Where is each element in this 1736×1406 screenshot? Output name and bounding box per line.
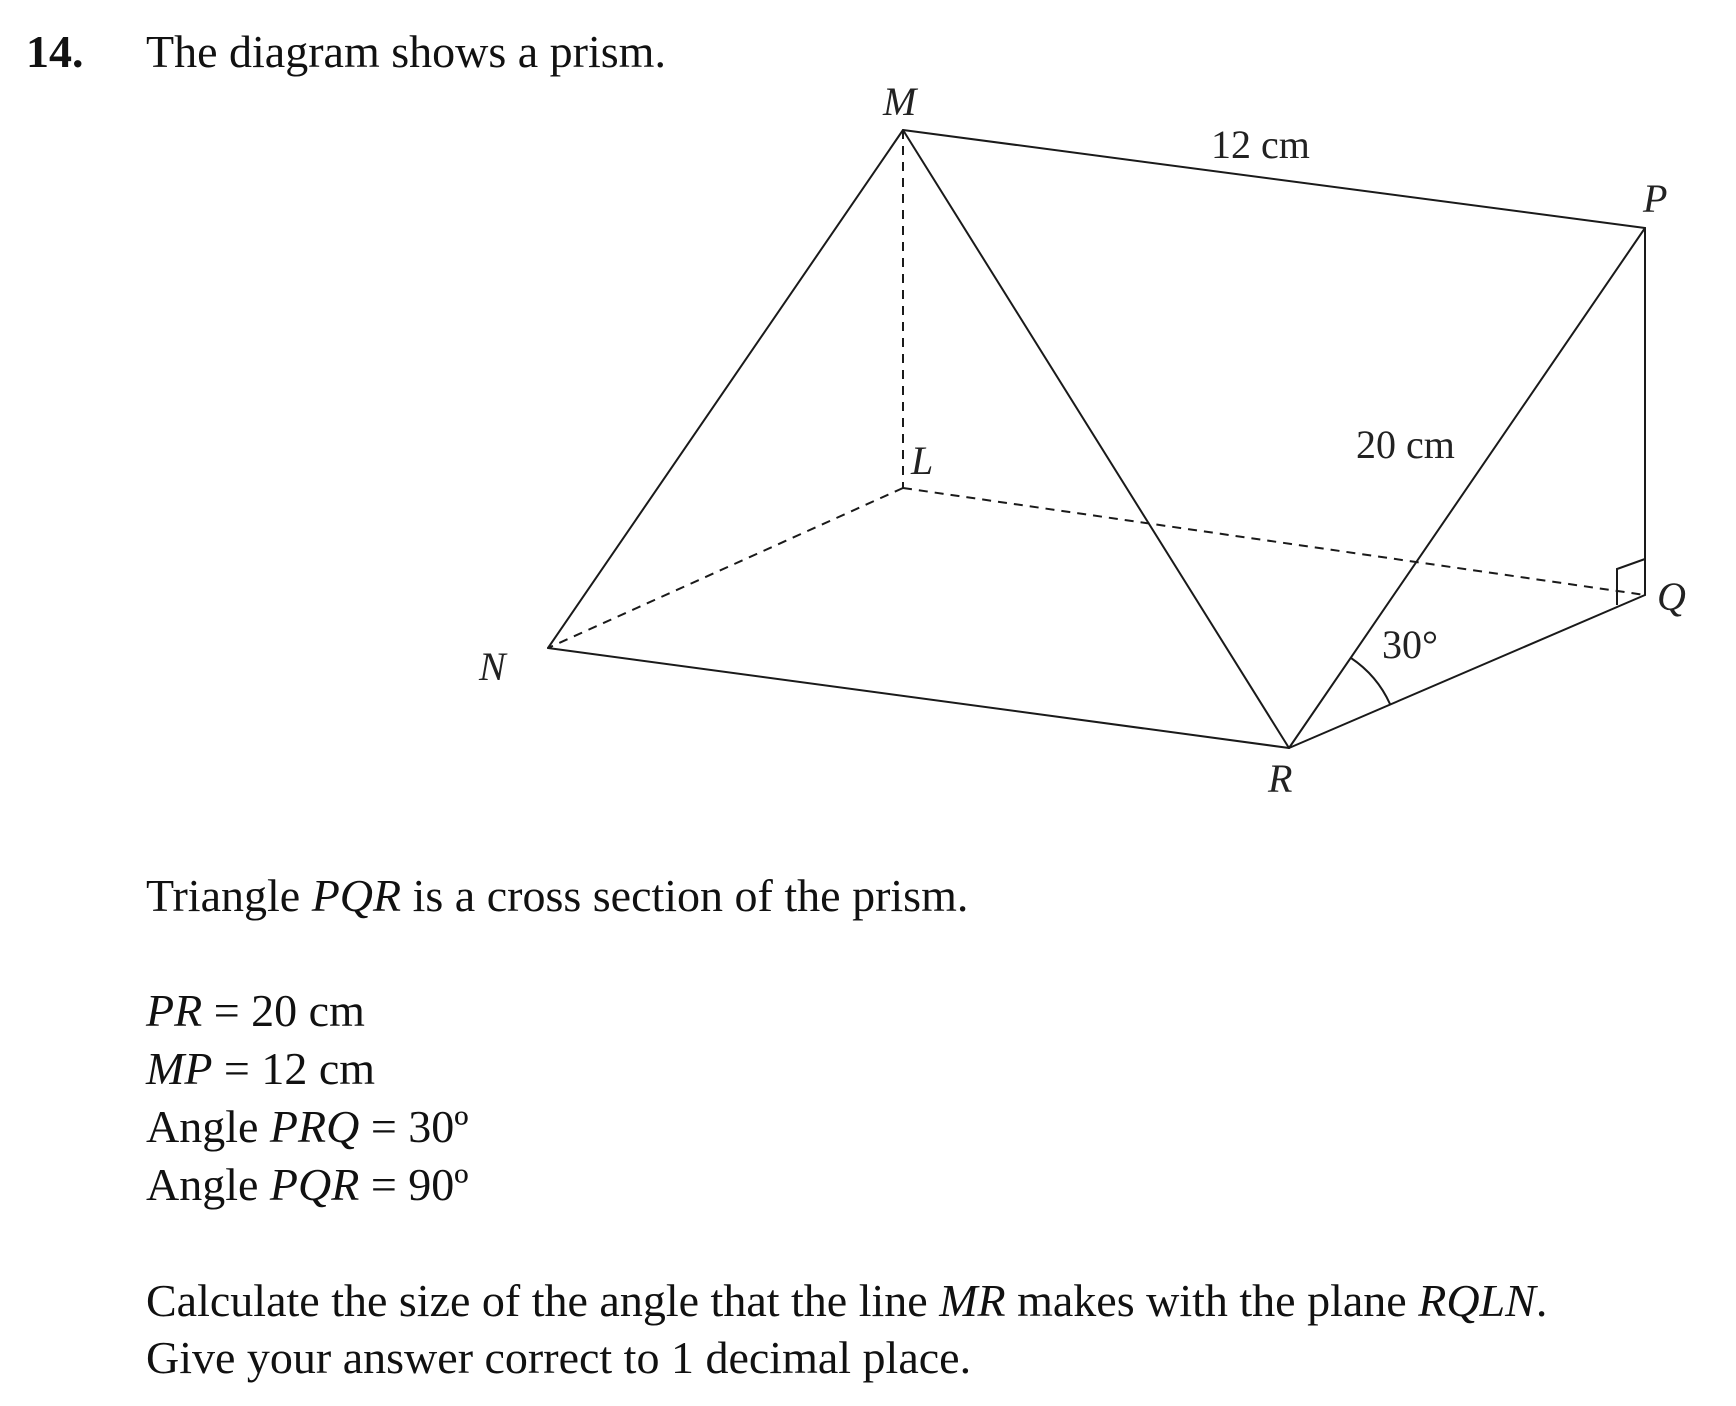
given-item: Angle PQR = 90º <box>146 1159 469 1210</box>
cross-section-statement: Triangle PQR is a cross section of the p… <box>146 870 969 921</box>
label-mp-length: 12 cm <box>1211 122 1310 167</box>
vertex-label-n: N <box>478 644 508 689</box>
vertex-label-l: L <box>910 438 933 483</box>
vertex-label-q: Q <box>1657 574 1686 619</box>
answer-instruction: Give your answer correct to 1 decimal pl… <box>146 1332 972 1383</box>
vertex-label-m: M <box>882 79 919 124</box>
line-name: MR <box>939 1275 1006 1326</box>
edge-mr <box>902 129 1290 749</box>
edge-pr <box>1288 227 1646 749</box>
given-values: PR = 20 cm MP = 12 cm Angle PRQ = 30º An… <box>146 982 469 1214</box>
plane-name: RQLN <box>1418 1275 1536 1326</box>
label-angle-prq: 30° <box>1382 622 1438 667</box>
right-angle-marker <box>1616 558 1646 605</box>
angle-arc <box>1350 657 1391 705</box>
given-item: Angle PRQ = 30º <box>146 1101 469 1152</box>
edge-nr <box>547 647 1290 749</box>
task-statement: Calculate the size of the angle that the… <box>146 1275 1548 1326</box>
label-pr-length: 20 cm <box>1356 422 1455 467</box>
edge-mp <box>902 129 1646 229</box>
triangle-name: PQR <box>311 870 402 921</box>
vertex-label-r: R <box>1267 756 1292 801</box>
prism-diagram: M P L Q N R 12 cm 20 cm 30° <box>478 79 1686 801</box>
given-item: PR = 20 cm <box>146 985 365 1036</box>
question-number: 14. <box>26 26 84 77</box>
question-intro: The diagram shows a prism. <box>146 26 666 77</box>
edge-rq <box>1288 594 1646 749</box>
vertex-label-p: P <box>1642 176 1667 221</box>
edge-ln-hidden <box>547 487 904 649</box>
edge-mn <box>547 129 904 649</box>
given-item: MP = 12 cm <box>146 1043 376 1094</box>
edge-lq-hidden <box>902 487 1646 596</box>
